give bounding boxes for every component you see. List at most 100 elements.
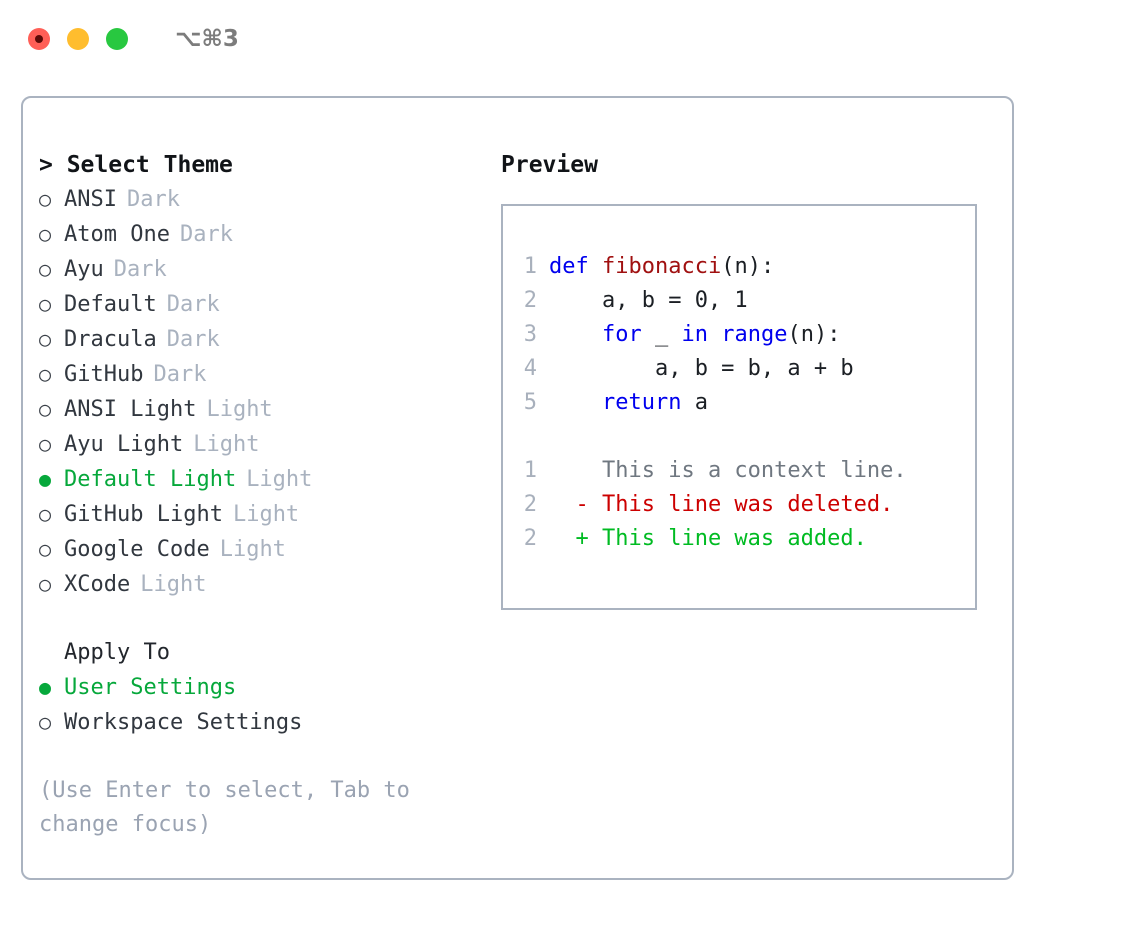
diff-line-text: + This line was added. <box>549 526 867 551</box>
code-token: range <box>721 322 788 347</box>
list-spacer <box>39 602 501 636</box>
theme-item-2[interactable]: ○ Ayu Dark <box>39 252 501 287</box>
code-line: 4 a, b = b, a + b <box>503 352 975 386</box>
theme-variant-badge: Light <box>206 397 273 422</box>
theme-item-label: ANSI Light <box>64 397 197 422</box>
code-line-number: 2 <box>523 288 537 313</box>
theme-variant-badge: Dark <box>166 327 220 352</box>
maximize-button[interactable] <box>106 28 128 50</box>
code-line-text: return a <box>549 386 708 420</box>
theme-item-label: Atom One <box>64 222 170 247</box>
radio-selected-icon: ● <box>39 467 52 491</box>
radio-unselected-icon: ○ <box>39 710 52 734</box>
theme-item-3[interactable]: ○ Default Dark <box>39 287 501 322</box>
close-button[interactable] <box>28 28 50 50</box>
code-token: (n): <box>787 322 841 347</box>
theme-variant-badge: Dark <box>179 222 233 247</box>
theme-item-label: Ayu Light <box>64 432 184 457</box>
preview-heading: Preview <box>501 152 598 178</box>
code-token: a <box>681 390 708 415</box>
radio-unselected-icon: ○ <box>39 327 52 351</box>
radio-unselected-icon: ○ <box>39 432 52 456</box>
code-token: (n): <box>721 254 775 279</box>
apply-to-item-0[interactable]: ● User Settings <box>39 670 501 705</box>
theme-item-6[interactable]: ○ ANSI Light Light <box>39 392 501 427</box>
code-line-text: a, b = b, a + b <box>549 352 854 386</box>
radio-unselected-icon: ○ <box>39 572 52 596</box>
code-line: 2 a, b = 0, 1 <box>503 284 975 318</box>
apply-to-item-label: User Settings <box>64 675 237 700</box>
diff-line-text: This is a context line. <box>549 458 907 483</box>
theme-variant-badge: Dark <box>126 187 180 212</box>
code-line-text: a, b = 0, 1 <box>549 284 748 318</box>
theme-variant-badge: Light <box>193 432 260 457</box>
code-diff-spacer <box>503 420 975 454</box>
code-line: 3 for _ in range(n): <box>503 318 975 352</box>
code-line: 5 return a <box>503 386 975 420</box>
radio-unselected-icon: ○ <box>39 292 52 316</box>
minimize-button[interactable] <box>67 28 89 50</box>
close-dot-icon <box>35 35 43 43</box>
radio-unselected-icon: ○ <box>39 257 52 281</box>
window-titlebar: ⌥⌘3 <box>0 0 1140 78</box>
radio-unselected-icon: ○ <box>39 502 52 526</box>
code-token: in <box>681 322 708 347</box>
diff-line-number: 2 <box>523 526 537 551</box>
diff-line: 1 This is a context line. <box>503 454 975 488</box>
select-theme-heading: > Select Theme <box>39 152 233 178</box>
theme-variant-badge: Dark <box>113 257 167 282</box>
theme-item-label: Default Light <box>64 467 237 492</box>
theme-item-label: Dracula <box>64 327 157 352</box>
radio-unselected-icon: ○ <box>39 397 52 421</box>
code-token <box>549 322 602 347</box>
apply-to-heading: Apply To <box>64 640 170 665</box>
code-line-number: 3 <box>523 322 537 347</box>
code-line-text: for _ in range(n): <box>549 318 840 352</box>
code-token: return <box>601 390 682 415</box>
diff-line-text: - This line was deleted. <box>549 492 894 517</box>
radio-unselected-icon: ○ <box>39 362 52 386</box>
theme-item-4[interactable]: ○ Dracula Dark <box>39 322 501 357</box>
radio-selected-icon: ● <box>39 675 52 699</box>
theme-item-8[interactable]: ● Default Light Light <box>39 462 501 497</box>
theme-item-label: Ayu <box>64 257 104 282</box>
apply-to-list[interactable]: ● User Settings ○Workspace Settings <box>39 670 501 740</box>
theme-variant-badge: Dark <box>166 292 220 317</box>
theme-item-label: Default <box>64 292 157 317</box>
radio-unselected-icon: ○ <box>39 537 52 561</box>
traffic-light-group <box>28 28 128 50</box>
diff-line-number: 2 <box>523 492 537 517</box>
code-line: 1 def fibonacci(n): <box>503 250 975 284</box>
theme-item-label: XCode <box>64 572 131 597</box>
code-token: _ <box>641 322 682 347</box>
apply-to-item-1[interactable]: ○Workspace Settings <box>39 705 501 740</box>
code-token <box>549 390 602 415</box>
code-token: def <box>549 254 602 279</box>
theme-item-7[interactable]: ○ Ayu Light Light <box>39 427 501 462</box>
theme-variant-badge: Light <box>246 467 313 492</box>
code-token: a, b = 0, 1 <box>549 288 748 313</box>
code-line-text: def fibonacci(n): <box>549 250 774 284</box>
theme-item-1[interactable]: ○ Atom One Dark <box>39 217 501 252</box>
code-line-number: 1 <box>523 254 537 279</box>
radio-unselected-icon: ○ <box>39 222 52 246</box>
theme-variant-badge: Dark <box>153 362 207 387</box>
code-token: a, b = b, a + b <box>549 356 854 381</box>
diff-sample: 1 This is a context line. 2 - This line w… <box>503 454 975 556</box>
theme-variant-badge: Light <box>232 502 300 527</box>
code-token: fibonacci <box>601 254 722 279</box>
keyboard-hint-text: (Use Enter to select, Tab to change focu… <box>39 778 424 837</box>
radio-unselected-icon: ○ <box>39 187 52 211</box>
